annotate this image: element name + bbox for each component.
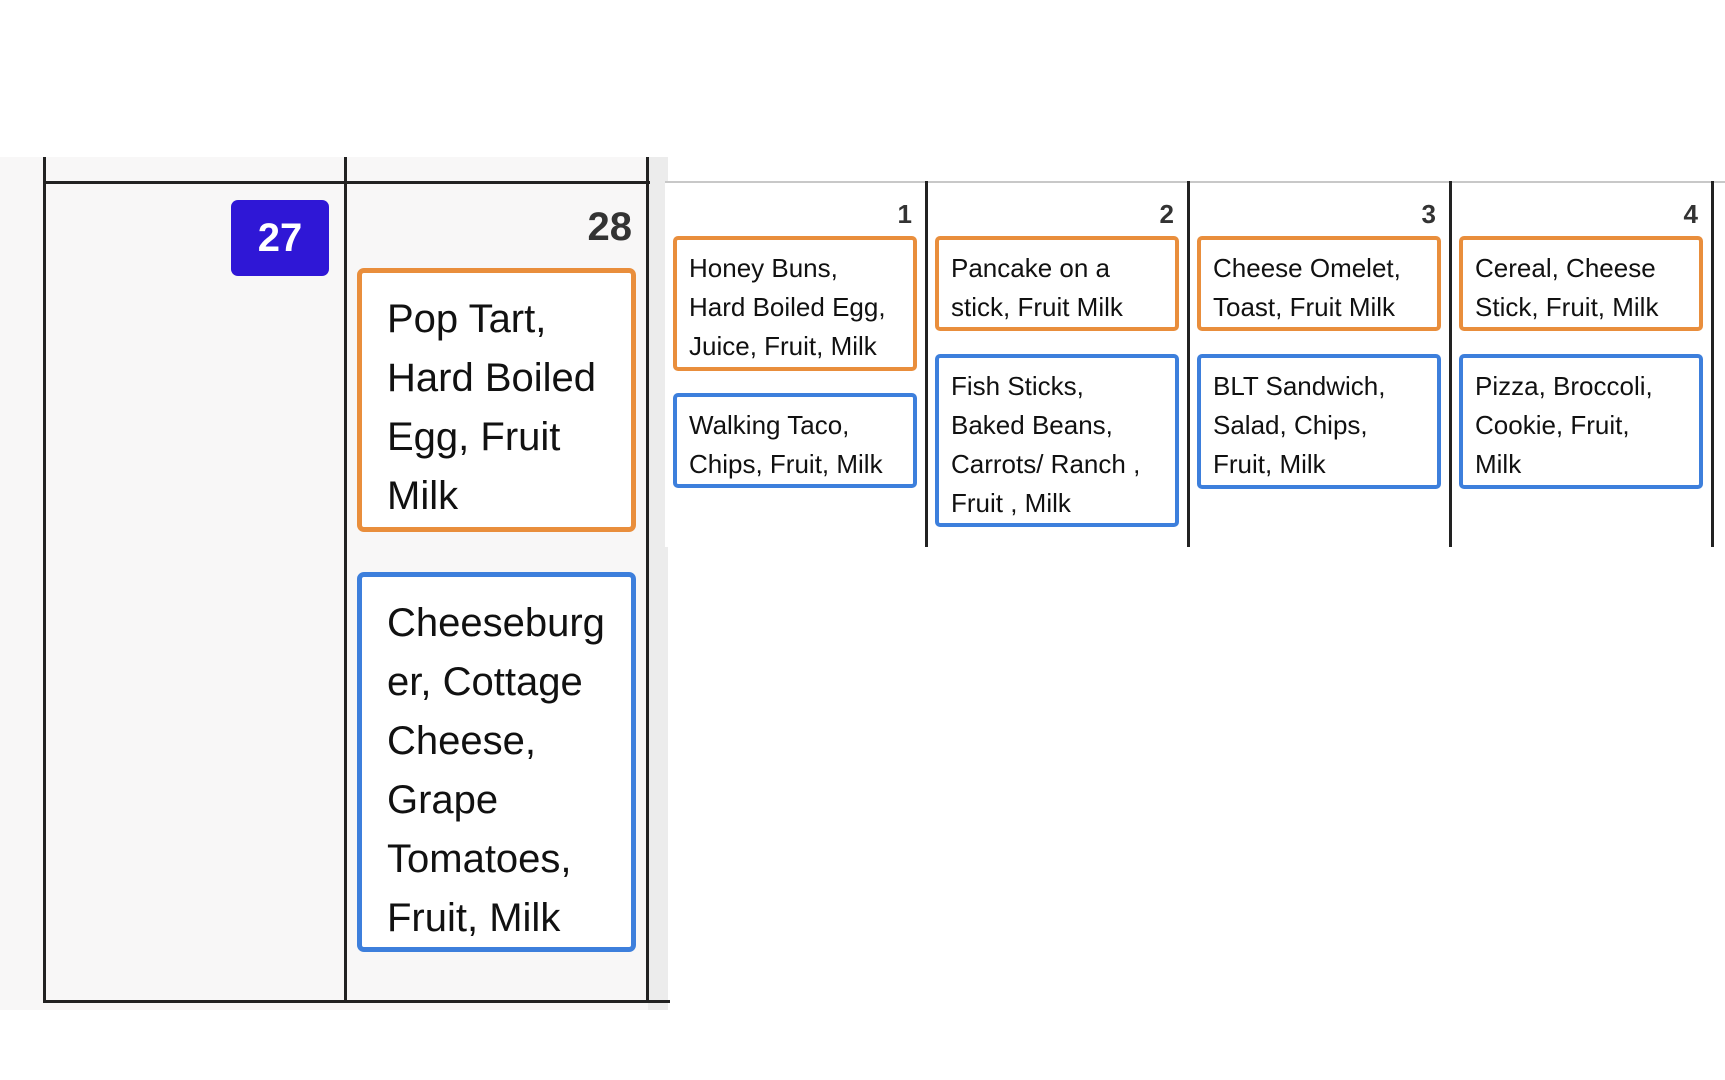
grid-line xyxy=(646,157,649,1003)
day-number: 2 xyxy=(1159,199,1174,229)
day-number: 28 xyxy=(587,205,633,249)
grid-line xyxy=(1449,181,1452,547)
day-number: 3 xyxy=(1421,199,1436,229)
today-day-badge[interactable]: 27 xyxy=(231,200,329,276)
lunch-menu-box[interactable]: Fish Sticks, Baked Beans, Carrots/ Ranch… xyxy=(935,354,1179,527)
grid-line xyxy=(43,157,46,1003)
grid-line xyxy=(1187,181,1190,547)
breakfast-menu-box[interactable]: Cereal, Cheese Stick, Fruit, Milk xyxy=(1459,236,1703,331)
breakfast-menu-text: Pop Tart, Hard Boiled Egg, Fruit Milk xyxy=(387,297,597,518)
day-number: 1 xyxy=(897,199,912,229)
grid-line xyxy=(43,1000,670,1003)
grid-line xyxy=(344,157,347,1003)
grid-line xyxy=(1711,181,1714,547)
grid-line xyxy=(925,181,928,547)
lunch-menu-text: Cheeseburg er, Cottage Cheese, Grape Tom… xyxy=(387,601,605,940)
grid-line xyxy=(665,181,1725,183)
lunch-menu-box[interactable]: Cheeseburg er, Cottage Cheese, Grape Tom… xyxy=(357,572,636,952)
lunch-menu-box[interactable]: Walking Taco, Chips, Fruit, Milk xyxy=(673,393,917,488)
day-number: 4 xyxy=(1683,199,1698,229)
breakfast-menu-box[interactable]: Pancake on a stick, Fruit Milk xyxy=(935,236,1179,331)
column-edge-strip xyxy=(648,157,668,1010)
lunch-menu-box[interactable]: Pizza, Broccoli, Cookie, Fruit, Milk xyxy=(1459,354,1703,489)
breakfast-menu-box[interactable]: Cheese Omelet, Toast, Fruit Milk xyxy=(1197,236,1441,331)
lunch-menu-box[interactable]: BLT Sandwich, Salad, Chips, Fruit, Milk xyxy=(1197,354,1441,489)
breakfast-menu-box[interactable]: Honey Buns, Hard Boiled Egg, Juice, Frui… xyxy=(673,236,917,371)
breakfast-menu-box[interactable]: Pop Tart, Hard Boiled Egg, Fruit Milk xyxy=(357,268,636,532)
